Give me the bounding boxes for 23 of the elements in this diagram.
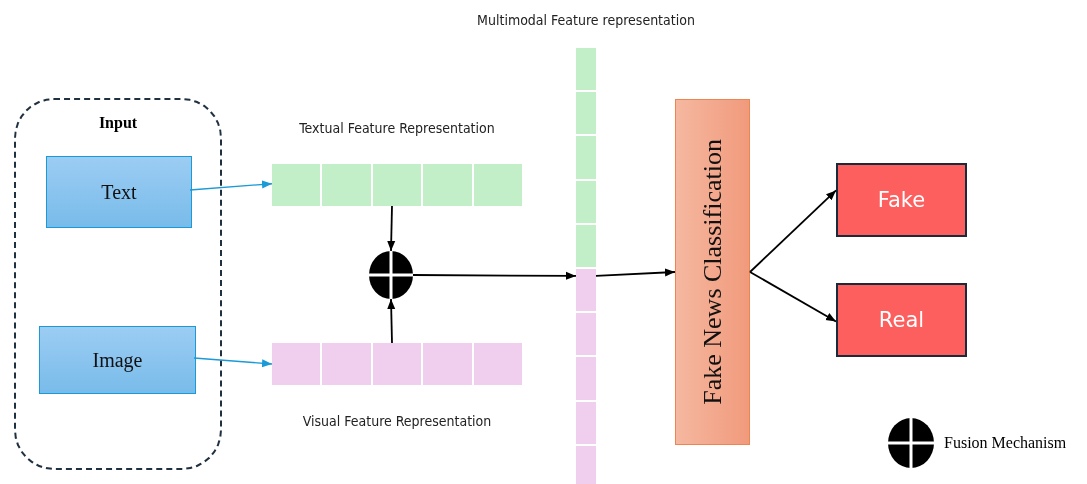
vector-caption: Textual Feature Representation: [299, 120, 495, 136]
arrow: [387, 205, 396, 252]
vector-caption: Visual Feature Representation: [302, 413, 492, 429]
arrow: [595, 268, 676, 277]
arrow: [412, 271, 577, 280]
arrow: [749, 189, 837, 273]
input-box: Text: [46, 156, 192, 228]
input-box: Image: [39, 326, 196, 394]
arrow: [749, 271, 837, 323]
arrow: [387, 298, 396, 344]
arrow: [193, 357, 273, 368]
legend-label: Fusion Mechanism: [944, 434, 1067, 452]
arrow: [189, 180, 273, 191]
vector-caption: Multimodal Feature representation: [477, 12, 695, 28]
classifier-label: Fake News Classification: [697, 139, 728, 405]
output-box: Fake: [836, 163, 967, 237]
group-heading: Input: [97, 114, 139, 132]
fusion-symbol-icon: [369, 251, 413, 299]
feature-vector: [272, 164, 522, 206]
feature-vector: [576, 48, 596, 484]
output-box: Real: [836, 283, 967, 357]
classifier-box: [675, 99, 750, 445]
feature-vector: [272, 343, 522, 385]
